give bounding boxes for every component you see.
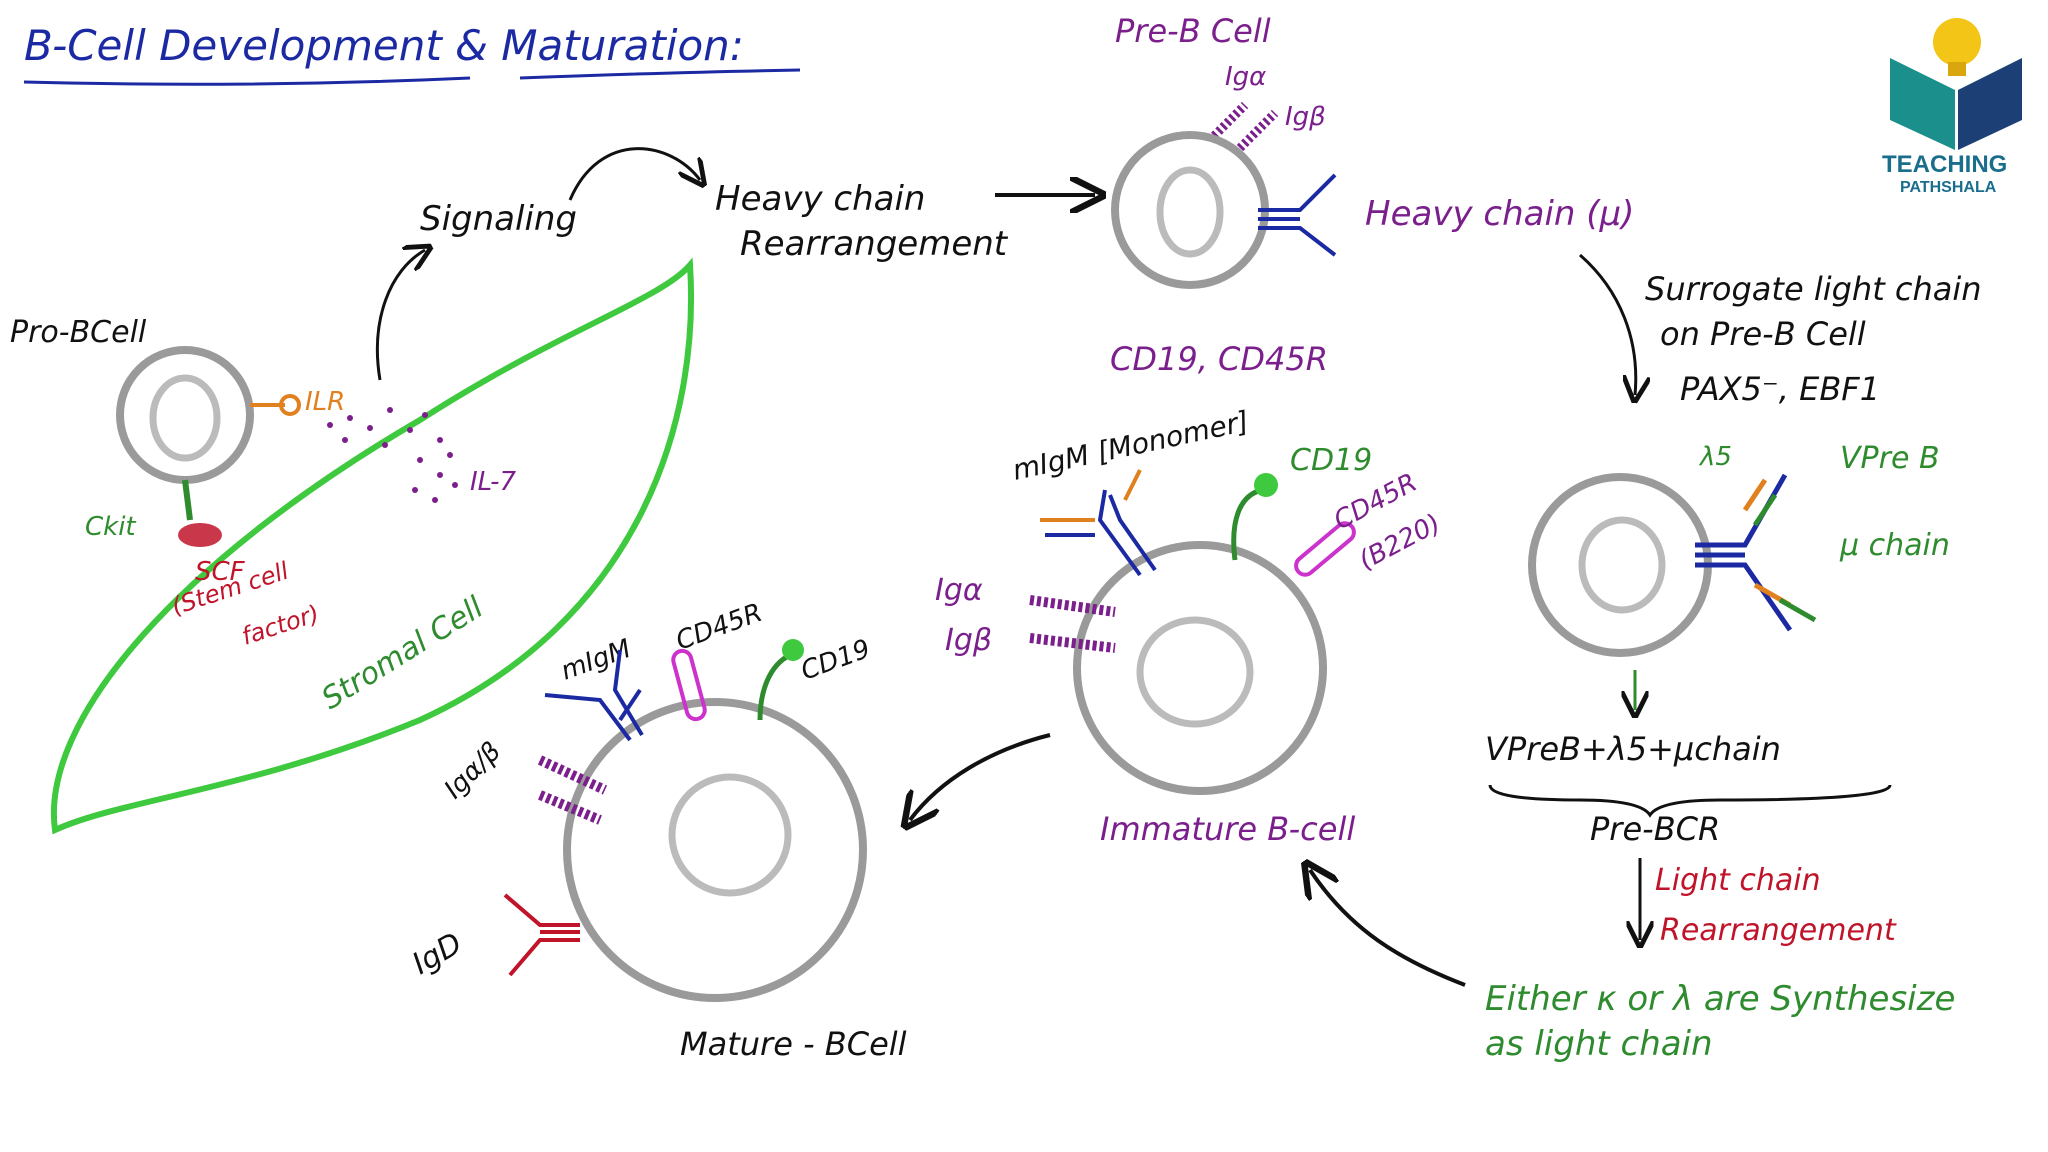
cd19-cd45r-label: CD19, CD45R bbox=[1110, 340, 1328, 378]
mature-migm-label: mIgM bbox=[557, 634, 635, 687]
stromal-cell-outline bbox=[50, 257, 695, 835]
pre-bcr-cell bbox=[1528, 473, 1712, 657]
lambda5-label: λ5 bbox=[1698, 442, 1732, 472]
pre-b-heavy-chain bbox=[1258, 173, 1337, 257]
ckit-label: Ckit bbox=[85, 512, 136, 542]
immature-cd19-stalk bbox=[1231, 487, 1263, 561]
il7-dots bbox=[327, 407, 458, 503]
pre-bcr-nucleus bbox=[1578, 516, 1666, 614]
mature-migm bbox=[544, 649, 644, 742]
immature-b-nucleus bbox=[1136, 616, 1254, 728]
scf-desc-2: factor) bbox=[238, 599, 322, 650]
arrow-immature-to-mature bbox=[910, 733, 1051, 820]
pre-b-ig-alpha: Igα bbox=[1225, 62, 1266, 92]
pre-b-nucleus bbox=[1156, 166, 1224, 258]
logo-line1: TEACHING bbox=[1882, 151, 2007, 178]
arrow-to-immature bbox=[1310, 870, 1466, 987]
heavy-chain-line2: Rearrangement bbox=[740, 224, 1009, 264]
pax5-label: PAX5⁻, EBF1 bbox=[1680, 370, 1880, 408]
migm-monomer-label: mIgM [Monomer] bbox=[1010, 405, 1252, 487]
pro-b-nucleus bbox=[149, 374, 221, 462]
pre-b-ig-beta: Igβ bbox=[1285, 102, 1326, 132]
heavy-chain-mu-label: Heavy chain (μ) bbox=[1365, 194, 1634, 234]
scf-ligand bbox=[178, 523, 222, 547]
mature-b-cell bbox=[563, 698, 867, 1002]
pre-bcr-receptor bbox=[1695, 473, 1817, 632]
logo-line2: PATHSHALA bbox=[1900, 179, 1997, 196]
either-line1: Either κ or λ are Synthesize bbox=[1485, 979, 1955, 1019]
prebcr-brace bbox=[1488, 784, 1892, 818]
pre-b-cell-label: Pre-B Cell bbox=[1115, 12, 1271, 50]
pro-b-cell-label: Pro-BCell bbox=[10, 315, 147, 350]
mature-cd45r-label: CD45R bbox=[672, 598, 766, 657]
arrow-to-surrogate bbox=[1579, 253, 1636, 395]
mature-cd19-stalk bbox=[757, 652, 792, 721]
mature-cd45r bbox=[671, 648, 707, 722]
page-title: B-Cell Development & Maturation: bbox=[24, 21, 744, 70]
pre-b-cell bbox=[1111, 131, 1269, 289]
scf-label: SCF bbox=[195, 557, 246, 587]
mu-chain-label: μ chain bbox=[1839, 528, 1950, 563]
mature-cd19-head bbox=[782, 639, 804, 661]
either-line2: as light chain bbox=[1485, 1024, 1713, 1064]
immature-cd45r bbox=[1294, 521, 1356, 577]
teaching-pathshala-logo: TEACHING PATHSHALA bbox=[1882, 18, 2022, 196]
immature-b-cell-label: Immature B-cell bbox=[1100, 810, 1355, 848]
mature-b-nucleus bbox=[668, 773, 792, 897]
arrow-to-signaling bbox=[375, 250, 425, 381]
immature-cd19-label: CD19 bbox=[1290, 443, 1372, 478]
surrogate-line2: on Pre-B Cell bbox=[1660, 315, 1866, 353]
prebcr-label: Pre-BCR bbox=[1590, 810, 1720, 848]
signaling-label: Signaling bbox=[420, 199, 577, 239]
ilr-label: ILR bbox=[305, 387, 345, 417]
prebcr-formula: VPreB+λ5+μchain bbox=[1485, 730, 1781, 768]
immature-migm bbox=[1040, 469, 1157, 577]
light-chain-line2: Rearrangement bbox=[1660, 913, 1897, 948]
immature-cd19-head bbox=[1254, 473, 1278, 497]
mature-igab-label: Igα/β bbox=[439, 737, 507, 805]
surrogate-line1: Surrogate light chain bbox=[1645, 270, 1982, 308]
lightbulb-icon bbox=[1933, 18, 1981, 66]
igd-label: IgD bbox=[407, 926, 469, 982]
vpreb-label: VPre B bbox=[1840, 441, 1940, 476]
immature-ig-alpha-label: Igα bbox=[935, 573, 983, 608]
heavy-chain-line1: Heavy chain bbox=[715, 179, 925, 219]
mature-b-cell-label: Mature - BCell bbox=[680, 1025, 907, 1063]
mature-igd bbox=[503, 893, 580, 977]
immature-ig-beta-label: Igβ bbox=[945, 623, 992, 658]
immature-b-cell bbox=[1073, 541, 1327, 795]
mature-cd19-label: CD19 bbox=[797, 634, 874, 687]
il7-label: IL-7 bbox=[470, 467, 517, 497]
light-chain-line1: Light chain bbox=[1655, 863, 1821, 898]
title-underline bbox=[23, 68, 801, 86]
arrow-signaling-to-heavy bbox=[568, 147, 700, 201]
